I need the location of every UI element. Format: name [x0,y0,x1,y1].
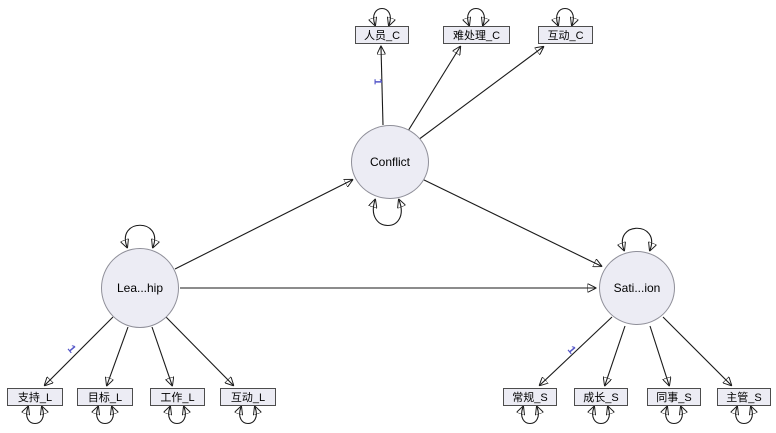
variance-loop-nanchuli[interactable] [468,8,485,26]
path-satisfaction-to-tongshi[interactable] [649,325,669,385]
observed-label-renyuan-c: 人员_C [363,30,401,42]
observed-label-zhuguan-s: 主管_S [726,392,762,404]
path-satisfaction-to-zhuguan[interactable] [662,316,731,385]
observed-node-tongshi-s[interactable]: 同事_S [647,388,701,406]
path-conflict-to-nanchuli[interactable] [407,47,460,132]
variance-loop-changgui[interactable] [522,407,539,424]
path-conflict-to-renyuan[interactable] [381,47,383,126]
observed-label-changgui-s: 常规_S [512,392,548,404]
variance-loop-zhichi[interactable] [27,407,44,424]
observed-node-hudong-l[interactable]: 互动_L [220,388,276,406]
observed-node-nanchuli-c[interactable]: 难处理_C [443,26,510,44]
variance-loop-conflict[interactable] [373,200,401,226]
latent-node-conflict[interactable]: Conflict [351,125,429,199]
path-satisfaction-to-changgui[interactable] [540,316,613,385]
variance-loop-leadership[interactable] [125,224,154,247]
weight-label-conflict-renyuan[interactable]: 1 [371,78,384,85]
path-conflict-to-hudong-c[interactable] [417,47,543,141]
observed-node-zhuguan-s[interactable]: 主管_S [717,388,771,406]
path-leadership-to-conflict[interactable] [174,180,352,270]
variance-loop-chengzhang[interactable] [593,407,610,424]
observed-label-gongzuo-l: 工作_L [160,392,195,404]
path-satisfaction-to-chengzhang[interactable] [605,325,626,385]
path-leadership-to-zhichi[interactable] [45,316,114,385]
latent-label-conflict: Conflict [369,155,410,169]
observed-node-mubiao-l[interactable]: 目标_L [77,388,133,406]
observed-node-hudong-c[interactable]: 互动_C [538,26,593,44]
path-leadership-to-mubiao[interactable] [107,326,129,385]
latent-label-satisfaction: Sati...ion [613,281,661,295]
observed-node-zhichi-l[interactable]: 支持_L [7,388,63,406]
observed-label-hudong-c: 互动_C [547,30,584,42]
observed-node-changgui-s[interactable]: 常规_S [503,388,557,406]
variance-loop-hudong-c[interactable] [557,8,574,26]
observed-node-gongzuo-l[interactable]: 工作_L [150,388,205,406]
latent-label-leadership: Lea...hip [116,281,164,295]
path-leadership-to-gongzuo[interactable] [151,326,172,385]
path-conflict-to-satisfaction[interactable] [419,177,601,266]
observed-label-mubiao-l: 目标_L [87,392,123,404]
latent-node-satisfaction[interactable]: Sati...ion [599,251,675,325]
observed-label-hudong-l: 互动_L [230,392,266,404]
observed-node-renyuan-c[interactable]: 人员_C [355,26,409,44]
path-leadership-to-hudong-l[interactable] [165,316,233,385]
observed-label-zhichi-l: 支持_L [17,392,53,404]
variance-loop-satisfaction[interactable] [622,227,651,250]
variance-loop-mubiao[interactable] [97,407,114,424]
variance-loop-zhuguan[interactable] [736,407,753,424]
variance-loop-gongzuo[interactable] [169,407,186,424]
observed-node-chengzhang-s[interactable]: 成长_S [574,388,628,406]
observed-label-nanchuli-c: 难处理_C [452,30,501,42]
variance-loop-hudong-l[interactable] [240,407,257,424]
observed-label-tongshi-s: 同事_S [656,392,692,404]
latent-node-leadership[interactable]: Lea...hip [101,248,179,328]
variance-loop-tongshi[interactable] [666,407,683,424]
observed-label-chengzhang-s: 成长_S [583,392,619,404]
variance-loop-renyuan[interactable] [374,8,391,26]
